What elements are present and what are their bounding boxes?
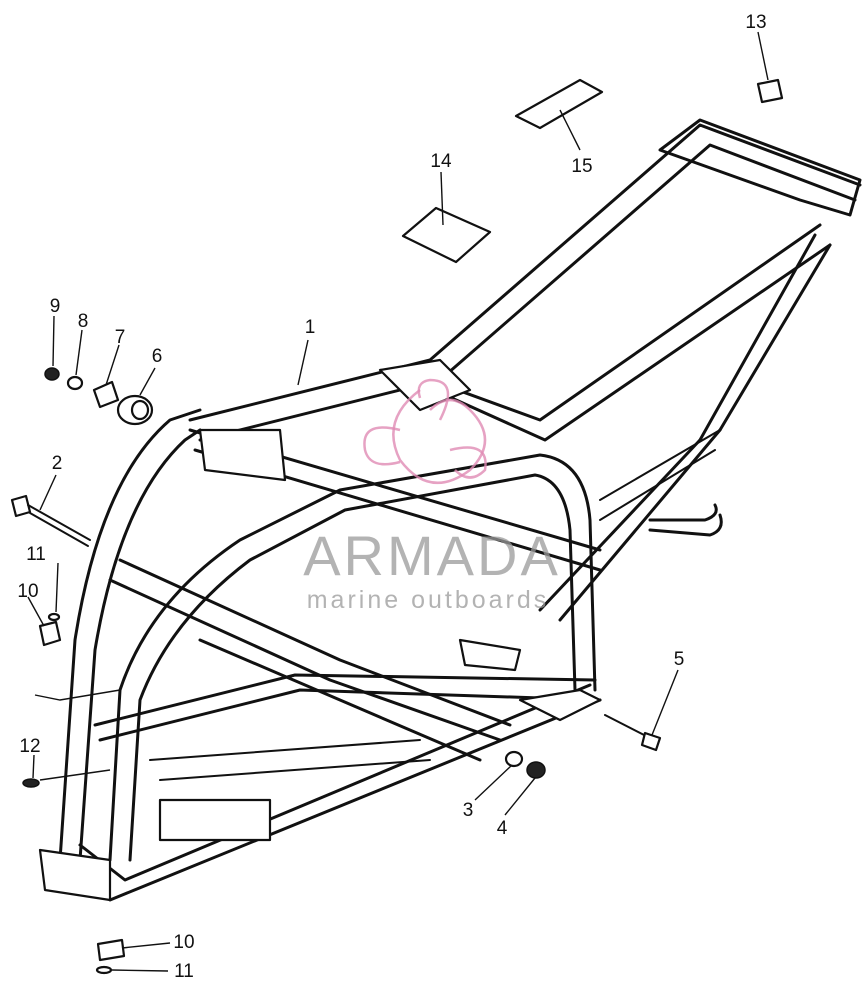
callout-6: 6 [152,346,163,367]
washer-3 [504,750,524,768]
pad-14 [401,206,492,264]
callout-3: 3 [463,800,474,821]
leader-lines [27,31,769,972]
callout-11-upper: 11 [26,544,46,565]
callout-11-lower: 11 [174,961,194,982]
nut-4 [526,761,546,779]
callout-9: 9 [50,296,61,317]
nut-12 [22,778,40,788]
callout-12: 12 [19,736,40,757]
watermark: ARMADA marine outboards [303,378,561,614]
callout-8: 8 [78,311,89,332]
damper-10-upper [38,620,62,647]
callout-2: 2 [52,453,63,474]
callout-7: 7 [115,327,126,348]
long-bolt-2 [10,494,91,547]
callout-5: 5 [674,649,685,670]
bolt-5 [604,714,662,752]
callout-10-upper: 10 [17,581,38,602]
callout-13: 13 [745,12,766,33]
collar-7 [92,380,120,409]
washer-8 [66,375,84,391]
pin-11-upper [47,612,61,622]
callout-1: 1 [305,317,316,338]
motorcycle-frame [38,118,862,902]
pin-11-lower [95,965,113,975]
callout-14: 14 [430,151,452,172]
callout-4: 4 [497,818,508,839]
plate-15 [514,78,604,130]
nut-9 [44,367,60,381]
mermaid-logo-icon [363,378,487,485]
damper-10-lower [96,938,126,962]
callout-15: 15 [571,156,592,177]
cap-13 [756,78,784,104]
bushing-6 [116,394,154,426]
watermark-brand: ARMADA [303,524,561,587]
watermark-tagline: marine outboards [307,586,550,614]
callout-labels: 1 2 3 4 5 6 7 8 9 10 10 11 11 12 13 14 1… [17,12,766,982]
loose-parts [10,78,784,975]
callout-10-lower: 10 [173,932,194,953]
